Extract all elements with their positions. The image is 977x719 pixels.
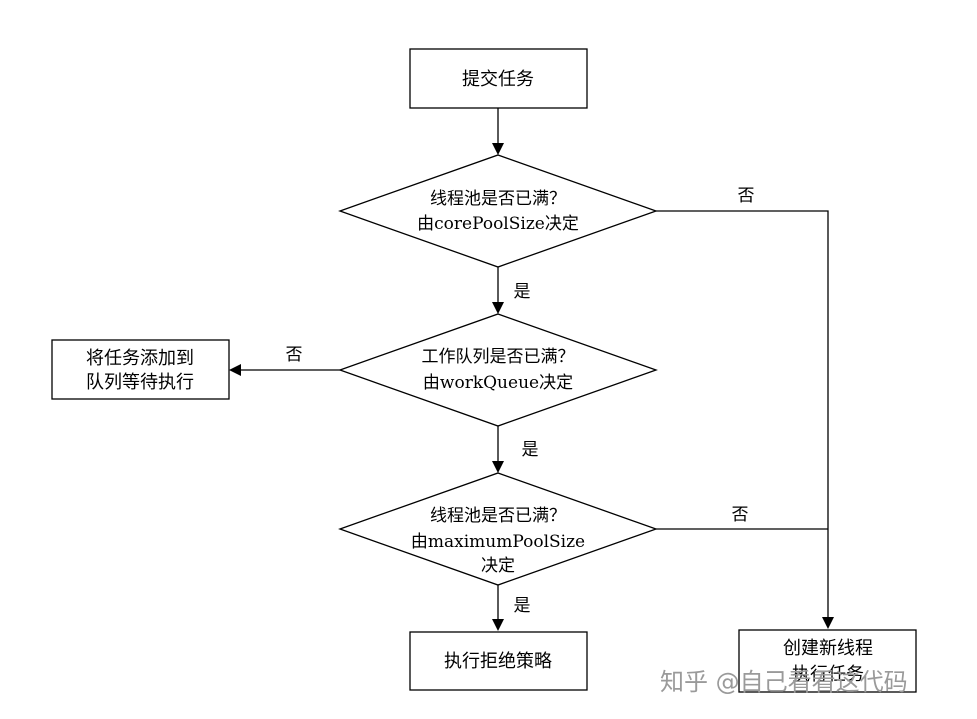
decision-max-line2: 由maximumPoolSize — [411, 532, 585, 552]
label-core-yes: 是 — [514, 282, 531, 302]
label-core-no: 否 — [738, 186, 755, 206]
line-core-no — [656, 210, 834, 629]
decision-max-pool: 线程池是否已满？ 由maximumPoolSize 决定 — [338, 472, 658, 586]
create-thread-line2: 执行任务 — [792, 664, 864, 685]
label-queue-no: 否 — [286, 345, 303, 365]
decision-core-line1: 线程池是否已满？ — [430, 189, 566, 209]
decision-max-line1: 线程池是否已满？ — [430, 506, 566, 526]
add-to-queue-node: 将任务添加到 队列等待执行 — [51, 339, 230, 400]
label-max-no: 否 — [732, 505, 749, 525]
decision-queue-line1: 工作队列是否已满？ — [422, 347, 575, 367]
submit-task-node: 提交任务 — [409, 48, 588, 109]
submit-task-label: 提交任务 — [462, 69, 534, 90]
decision-core-line2: 由corePoolSize决定 — [417, 214, 579, 234]
create-thread-line1: 创建新线程 — [783, 638, 873, 659]
decision-max-line3: 决定 — [481, 556, 515, 576]
decision-work-queue: 工作队列是否已满？ 由workQueue决定 — [338, 313, 658, 427]
decision-core-pool: 线程池是否已满？ 由corePoolSize决定 — [338, 154, 658, 268]
reject-label: 执行拒绝策略 — [444, 651, 552, 672]
label-max-yes: 是 — [514, 596, 531, 616]
add-to-queue-line1: 将任务添加到 — [86, 348, 194, 369]
add-to-queue-line2: 队列等待执行 — [86, 372, 194, 393]
decision-queue-line2: 由workQueue决定 — [423, 373, 573, 393]
label-queue-yes: 是 — [522, 440, 539, 460]
reject-node: 执行拒绝策略 — [409, 631, 588, 691]
watermark: 知乎 @自己看看这代码 — [660, 668, 908, 696]
create-thread-node: 创建新线程 执行任务 — [738, 629, 917, 693]
